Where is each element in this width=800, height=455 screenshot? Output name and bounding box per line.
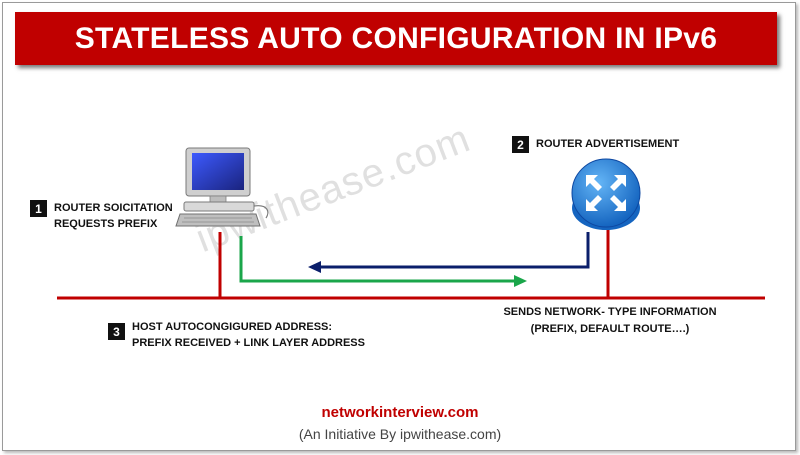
step-3-line-2: PREFIX RECEIVED + LINK LAYER ADDRESS (132, 337, 365, 349)
footer-site[interactable]: networkinterview.com (321, 404, 479, 421)
step-3-host-autoconfigured: 3 HOST AUTOCONGIGURED ADDRESS: PREFIX RE… (108, 319, 365, 351)
router-icon (571, 158, 641, 230)
solicitation-arrow (239, 236, 527, 287)
step-2-line-1: ROUTER ADVERTISEMENT (536, 138, 680, 150)
network-info-line-2: (PREFIX, DEFAULT ROUTE….) (530, 323, 690, 335)
page-title: STATELESS AUTO CONFIGURATION IN IPv6 (74, 21, 718, 55)
step-1-badge: 1 (30, 200, 47, 217)
step-1-router-solicitation: 1 ROUTER SOICITATION REQUESTS PREFIX (30, 200, 173, 232)
step-2-badge: 2 (512, 136, 529, 153)
step-3-badge: 3 (108, 323, 125, 340)
step-3-line-1: HOST AUTOCONGIGURED ADDRESS: (132, 321, 333, 333)
title-banner: STATELESS AUTO CONFIGURATION IN IPv6 (15, 12, 777, 65)
step-1-line-1: ROUTER SOICITATION (54, 202, 173, 214)
computer-icon (175, 147, 269, 227)
network-info-line-1: SENDS NETWORK- TYPE INFORMATION (503, 306, 717, 318)
step-2-router-advertisement: 2 ROUTER ADVERTISEMENT (512, 136, 679, 153)
step-1-line-2: REQUESTS PREFIX (54, 218, 158, 230)
advertisement-arrow (308, 232, 590, 273)
network-info-label: SENDS NETWORK- TYPE INFORMATION (PREFIX,… (480, 304, 740, 338)
footer-tagline: (An Initiative By ipwithease.com) (298, 426, 502, 442)
diagram-frame (2, 2, 796, 451)
